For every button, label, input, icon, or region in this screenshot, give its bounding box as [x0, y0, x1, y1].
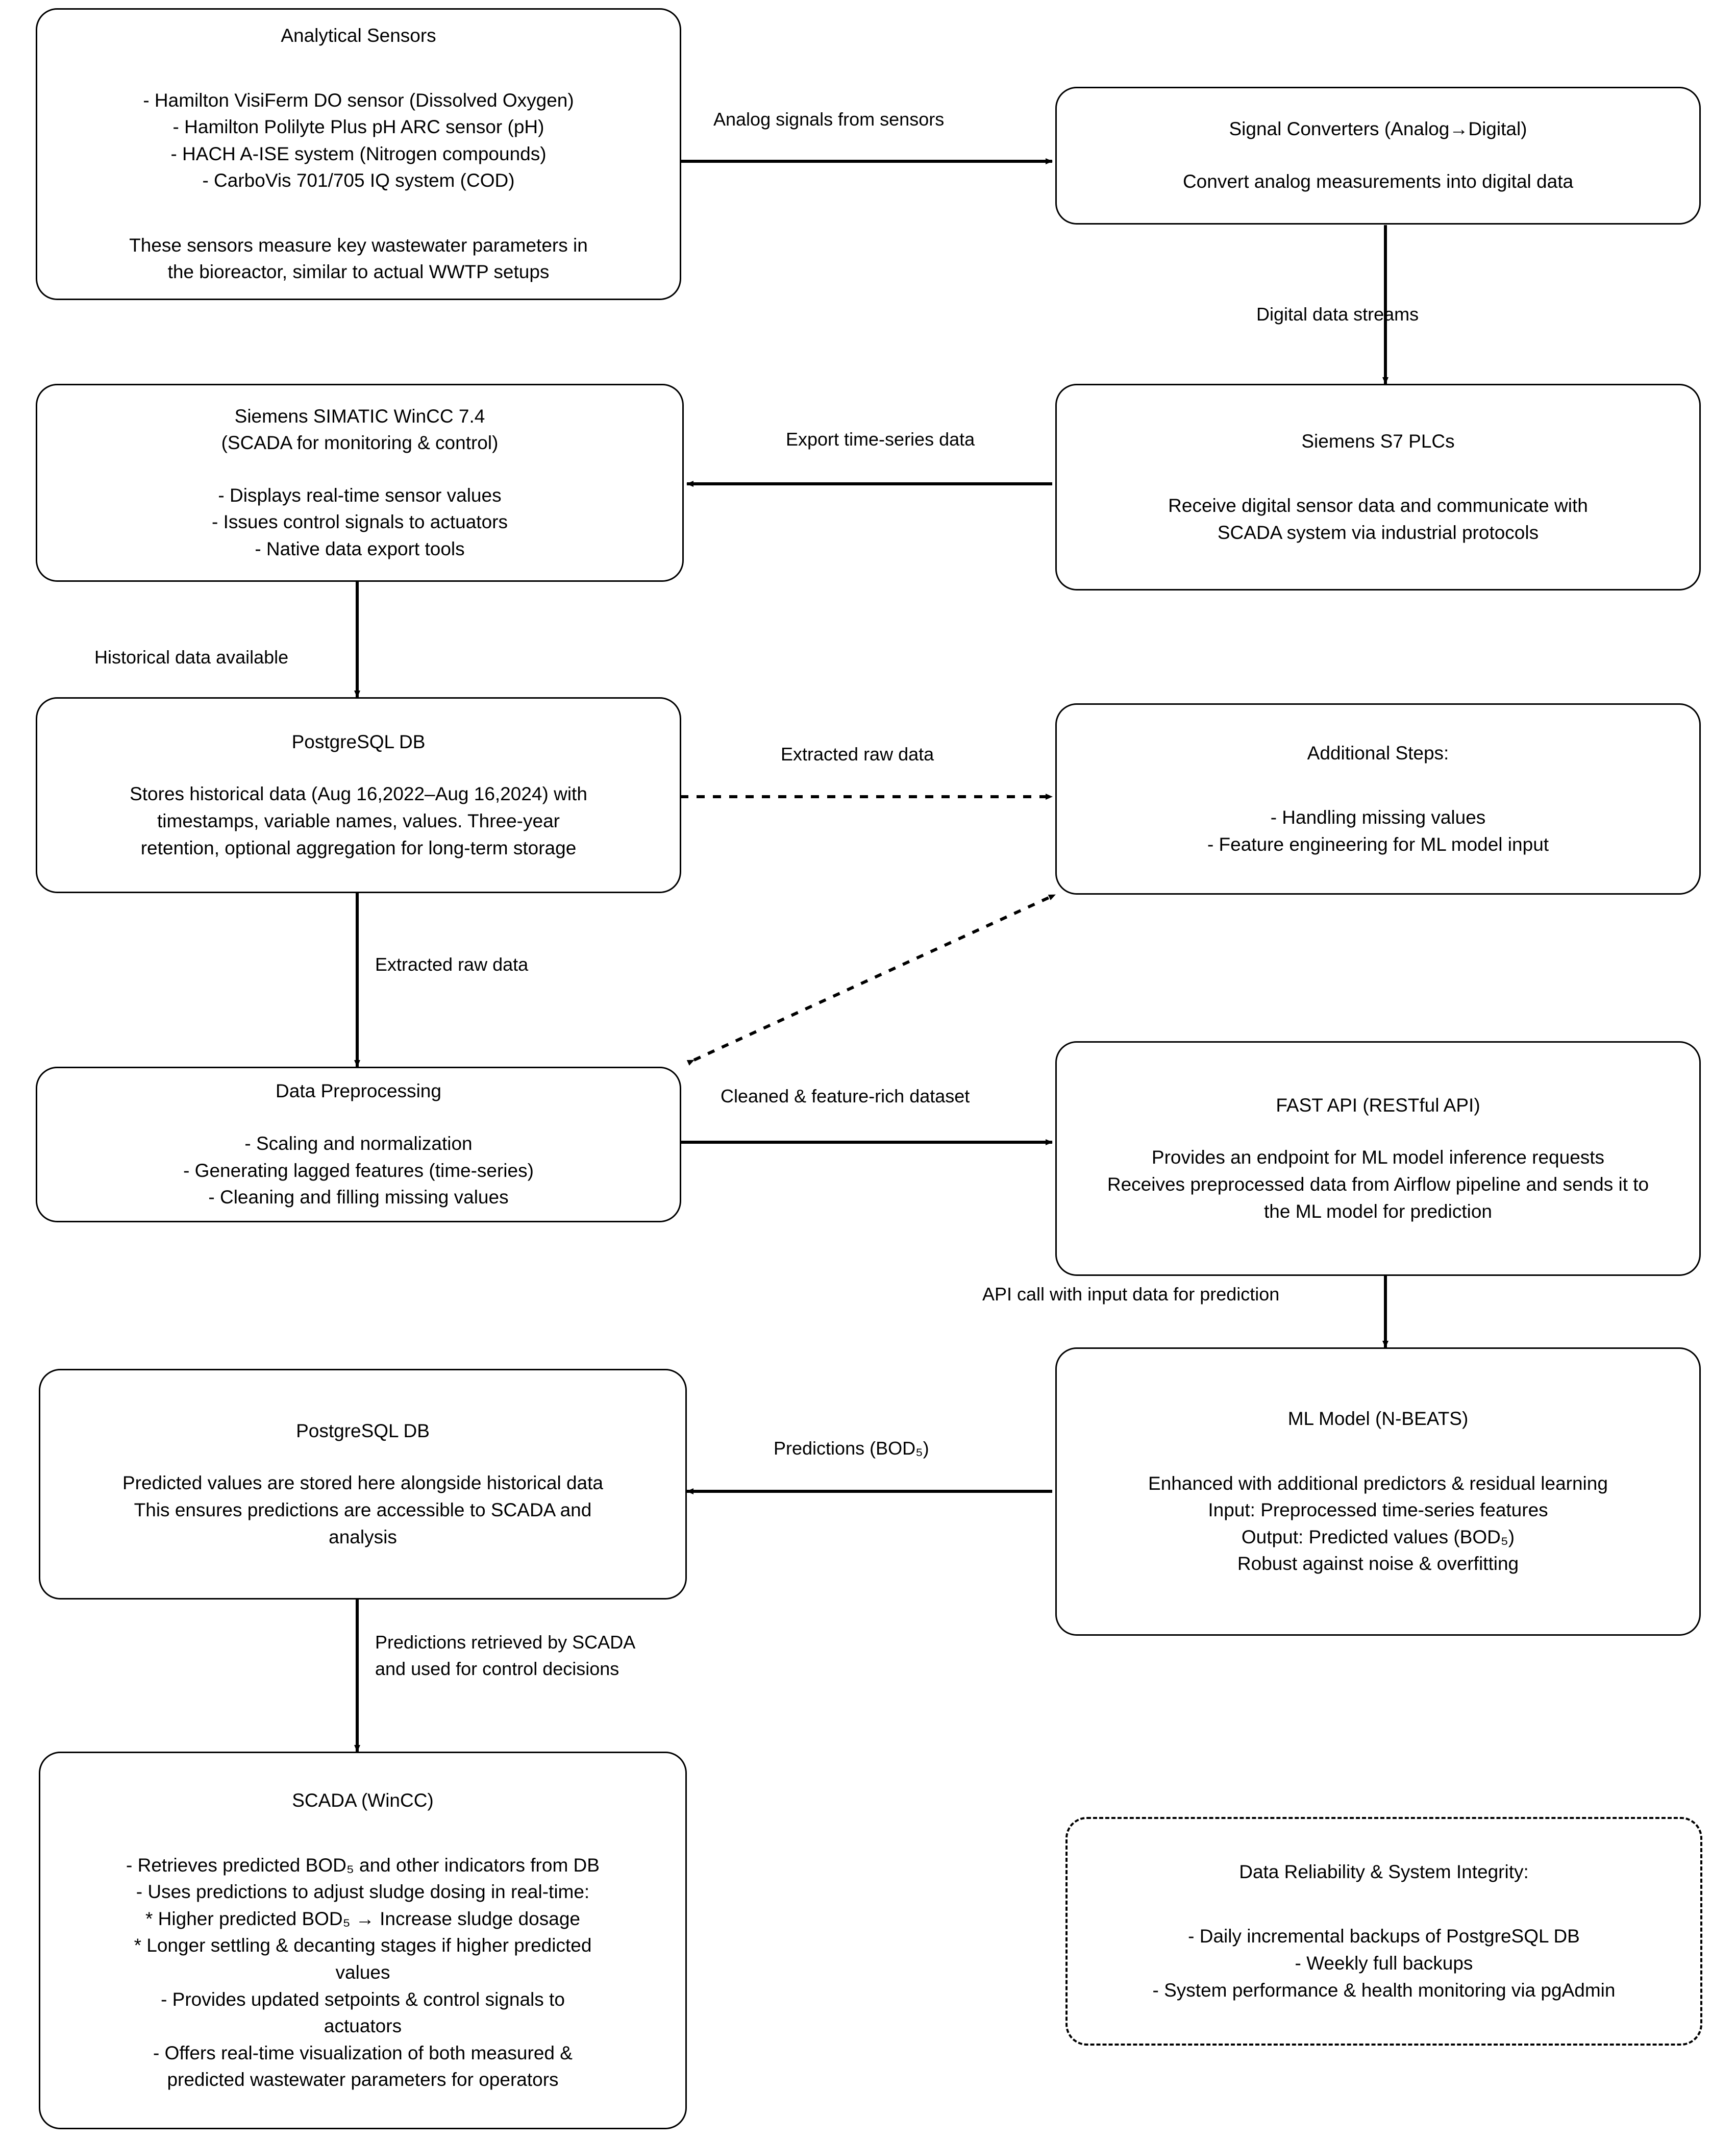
ml-model-line-1: Input: Preprocessed time-series features	[1208, 1499, 1548, 1521]
wincc-scada-title: Siemens SIMATIC WinCC 7.4 (SCADA for mon…	[221, 405, 499, 454]
edge-label-historical-available: Historical data available	[94, 647, 289, 668]
node-data-preprocessing[interactable]: Data Preprocessing - Scaling and normali…	[36, 1067, 681, 1222]
scada-wincc-line-6: actuators	[324, 2015, 402, 2037]
scada-wincc-line-7: - Offers real-time visualization of both…	[153, 2042, 573, 2063]
node-postgres-predictions[interactable]: PostgreSQL DB Predicted values are store…	[39, 1369, 687, 1600]
node-s7-plcs[interactable]: Siemens S7 PLCs Receive digital sensor d…	[1055, 384, 1701, 591]
scada-wincc-line-5: - Provides updated setpoints & control s…	[161, 1988, 565, 2010]
analytical-sensors-title: Analytical Sensors	[281, 25, 436, 46]
data-preprocessing-title: Data Preprocessing	[276, 1080, 441, 1102]
node-data-reliability[interactable]: Data Reliability & System Integrity: - D…	[1065, 1817, 1702, 2046]
data-reliability-title: Data Reliability & System Integrity:	[1239, 1861, 1529, 1882]
ml-model-line-2: Output: Predicted values (BOD₅)	[1241, 1526, 1515, 1547]
fast-api-body: Provides an endpoint for ML model infere…	[1107, 1147, 1649, 1222]
postgres-predictions-body: Predicted values are stored here alongsi…	[122, 1472, 603, 1547]
node-signal-converters[interactable]: Signal Converters (Analog→Digital) Conve…	[1055, 87, 1701, 225]
edge-label-export-timeseries: Export time-series data	[786, 429, 975, 450]
edge-label-analog-signals: Analog signals from sensors	[713, 109, 945, 130]
scada-wincc-line-0: - Retrieves predicted BOD₅ and other ind…	[126, 1854, 600, 1876]
data-reliability-body: - Daily incremental backups of PostgreSQ…	[1152, 1926, 1616, 2001]
edge-label-cleaned-dataset: Cleaned & feature-rich dataset	[721, 1086, 970, 1106]
scada-wincc-line-3: * Longer settling & decanting stages if …	[134, 1935, 592, 1956]
node-analytical-sensors[interactable]: Analytical Sensors - Hamilton VisiFerm D…	[36, 8, 681, 300]
data-preprocessing-body: - Scaling and normalization - Generating…	[183, 1133, 534, 1208]
analytical-sensors-footnote: These sensors measure key wastewater par…	[129, 234, 588, 283]
scada-wincc-line-2: * Higher predicted BOD₅ → Increase sludg…	[145, 1908, 580, 1929]
s7-plcs-body: Receive digital sensor data and communic…	[1168, 495, 1588, 543]
postgres-historical-title: PostgreSQL DB	[291, 731, 426, 752]
scada-wincc-line-8: predicted wastewater parameters for oper…	[167, 2069, 559, 2090]
edge-preprocessing-additional-steps	[686, 893, 1056, 1066]
node-ml-model[interactable]: ML Model (N-BEATS) Enhanced with additio…	[1055, 1347, 1701, 1636]
additional-steps-title: Additional Steps:	[1307, 742, 1449, 764]
signal-converters-body: Convert analog measurements into digital…	[1182, 171, 1574, 192]
s7-plcs-title: Siemens S7 PLCs	[1301, 430, 1455, 452]
scada-wincc-line-1: - Uses predictions to adjust sludge dosi…	[136, 1881, 590, 1903]
edge-label-digital-streams: Digital data streams	[1256, 304, 1419, 325]
postgres-historical-body: Stores historical data (Aug 16,2022–Aug …	[130, 783, 587, 858]
node-scada-wincc[interactable]: SCADA (WinCC) - Retrieves predicted BOD₅…	[39, 1752, 687, 2129]
node-additional-steps[interactable]: Additional Steps: - Handling missing val…	[1055, 703, 1701, 895]
ml-model-title: ML Model (N-BEATS)	[1287, 1408, 1469, 1430]
node-wincc-scada[interactable]: Siemens SIMATIC WinCC 7.4 (SCADA for mon…	[36, 384, 684, 582]
edge-label-api-call: API call with input data for prediction	[982, 1284, 1280, 1305]
analytical-sensors-list: - Hamilton VisiFerm DO sensor (Dissolved…	[143, 89, 574, 191]
additional-steps-body: - Handling missing values - Feature engi…	[1207, 807, 1549, 855]
edge-label-extracted-raw-top: Extracted raw data	[781, 744, 934, 765]
scada-wincc-line-4: values	[335, 1962, 390, 1983]
edge-label-predictions-retrieved: Predictions retrieved by SCADA and used …	[375, 1632, 636, 1680]
ml-model-line-3: Robust against noise & overfitting	[1237, 1553, 1519, 1575]
wincc-scada-body: - Displays real-time sensor values - Iss…	[212, 484, 508, 559]
fast-api-title: FAST API (RESTful API)	[1276, 1094, 1480, 1116]
postgres-predictions-title: PostgreSQL DB	[296, 1420, 430, 1441]
edge-label-extracted-raw-down: Extracted raw data	[375, 954, 529, 975]
edge-label-predictions-bod: Predictions (BOD₅)	[774, 1438, 929, 1459]
ml-model-line-0: Enhanced with additional predictors & re…	[1148, 1472, 1608, 1494]
scada-wincc-title: SCADA (WinCC)	[292, 1790, 434, 1811]
signal-converters-title: Signal Converters (Analog→Digital)	[1229, 118, 1527, 140]
node-fast-api[interactable]: FAST API (RESTful API) Provides an endpo…	[1055, 1041, 1701, 1276]
node-postgres-historical[interactable]: PostgreSQL DB Stores historical data (Au…	[36, 697, 681, 893]
